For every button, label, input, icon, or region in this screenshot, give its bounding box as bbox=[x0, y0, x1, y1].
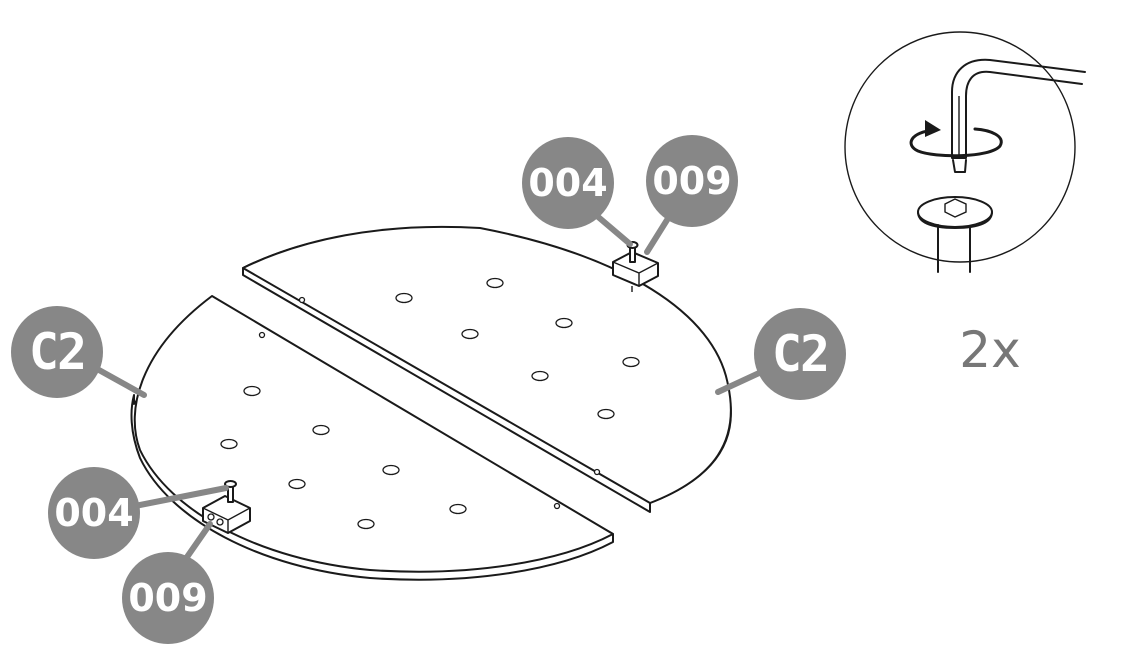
connector-block-bottom bbox=[202, 480, 251, 534]
detail-tightening bbox=[844, 31, 1086, 273]
hole bbox=[288, 478, 306, 490]
screw-head-icon bbox=[917, 196, 993, 273]
quantity-label: 2x bbox=[959, 321, 1020, 379]
hole bbox=[461, 328, 479, 340]
callout-009-bottom: 009 bbox=[122, 521, 214, 644]
label-004-bottom: 004 bbox=[54, 491, 133, 535]
panel-c2-right bbox=[242, 225, 732, 513]
callout-004-bottom: 004 bbox=[48, 467, 229, 559]
hole bbox=[486, 277, 504, 289]
callout-c2-left: C2 bbox=[11, 306, 147, 398]
callout-004-top: 004 bbox=[522, 137, 633, 247]
hole bbox=[243, 385, 261, 397]
hole bbox=[555, 317, 573, 329]
callout-c2-right: C2 bbox=[715, 308, 846, 400]
label-009-bottom: 009 bbox=[128, 576, 207, 620]
hole bbox=[220, 438, 238, 450]
hole bbox=[395, 292, 413, 304]
callout-009-top: 009 bbox=[644, 135, 738, 255]
hole bbox=[449, 503, 467, 515]
label-c2-left: C2 bbox=[29, 323, 85, 381]
label-009-top: 009 bbox=[652, 159, 731, 203]
label-004-top: 004 bbox=[528, 161, 607, 205]
rotate-clockwise-icon bbox=[909, 120, 1003, 158]
hole bbox=[531, 370, 549, 382]
hole bbox=[597, 408, 615, 420]
hole bbox=[312, 424, 330, 436]
panel-c2-left bbox=[130, 295, 614, 581]
hole bbox=[622, 356, 640, 368]
label-c2-right: C2 bbox=[772, 325, 828, 383]
hole bbox=[382, 464, 400, 476]
hole bbox=[357, 518, 375, 530]
